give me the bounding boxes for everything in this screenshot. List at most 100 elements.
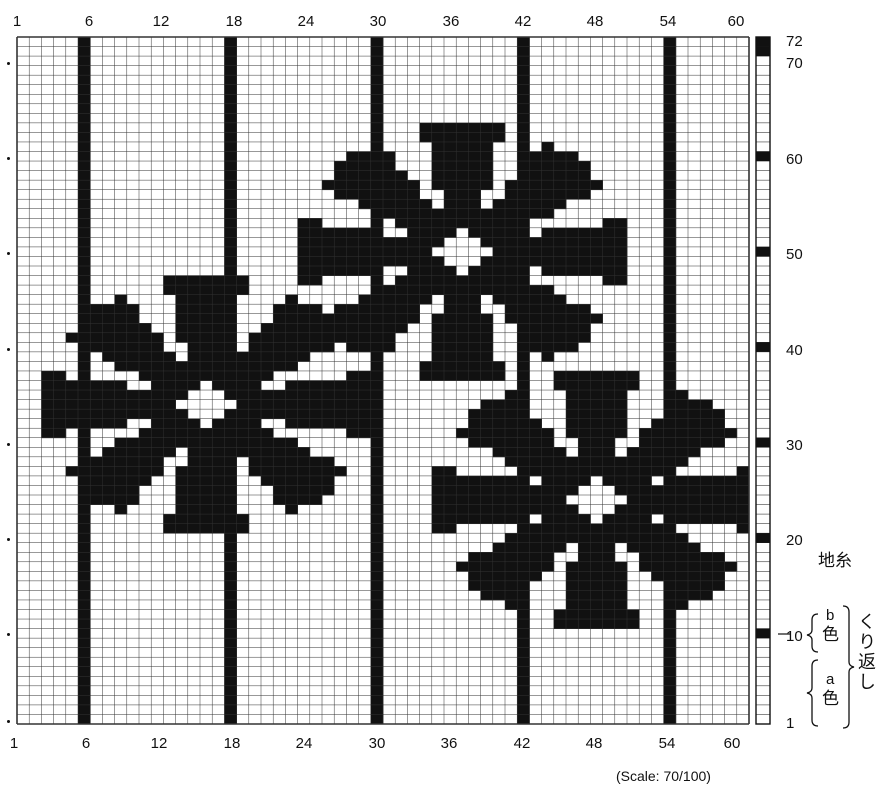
filled-stitch <box>370 180 384 191</box>
filled-stitch <box>529 418 542 429</box>
filled-stitch <box>309 218 323 229</box>
filled-stitch <box>383 256 396 267</box>
filled-stitch <box>566 428 579 439</box>
filled-stitch <box>517 676 530 687</box>
filled-stitch <box>602 437 616 448</box>
filled-stitch <box>578 590 591 601</box>
filled-stitch <box>566 304 579 315</box>
filled-stitch <box>541 466 555 477</box>
filled-stitch <box>566 619 579 629</box>
filled-stitch <box>358 227 372 238</box>
filled-stitch <box>187 332 201 343</box>
filled-stitch <box>431 275 445 286</box>
filled-stitch <box>663 256 677 267</box>
filled-stitch <box>590 447 603 458</box>
filled-stitch <box>200 523 213 534</box>
filled-stitch <box>212 323 225 334</box>
col-label-top: 48 <box>586 13 604 30</box>
filled-stitch <box>431 266 445 276</box>
filled-stitch <box>78 170 91 181</box>
filled-stitch <box>444 170 457 181</box>
filled-stitch <box>370 504 384 515</box>
filled-stitch <box>114 313 128 324</box>
filled-stitch <box>712 475 725 486</box>
filled-stitch <box>126 495 140 505</box>
filled-stitch <box>468 141 481 152</box>
filled-stitch <box>224 504 237 515</box>
filled-stitch <box>517 208 530 219</box>
filled-stitch <box>553 227 567 238</box>
filled-stitch <box>114 495 128 505</box>
filled-stitch <box>663 676 677 687</box>
filled-stitch <box>456 514 469 525</box>
filled-stitch <box>566 237 579 248</box>
filled-stitch <box>578 380 591 391</box>
filled-stitch <box>541 266 555 276</box>
filled-stitch <box>614 275 628 286</box>
filled-stitch <box>651 485 664 496</box>
filled-stitch <box>578 418 591 429</box>
filled-stitch <box>297 323 311 334</box>
filled-stitch <box>334 323 347 334</box>
filled-stitch <box>224 313 237 324</box>
filled-stitch <box>224 46 237 57</box>
filled-stitch <box>261 323 274 334</box>
filled-stitch <box>529 447 542 458</box>
filled-stitch <box>358 266 372 276</box>
filled-stitch <box>444 495 457 505</box>
filled-stitch <box>200 285 213 296</box>
filled-stitch <box>370 103 384 114</box>
filled-stitch <box>334 313 347 324</box>
filled-stitch <box>175 466 189 477</box>
filled-stitch <box>675 571 689 582</box>
filled-stitch <box>480 227 494 238</box>
filled-stitch <box>90 313 103 324</box>
filled-stitch <box>688 495 701 505</box>
filled-stitch <box>175 380 189 391</box>
filled-stitch <box>407 180 420 191</box>
filled-stitch <box>78 180 91 191</box>
filled-stitch <box>663 170 677 181</box>
filled-stitch <box>517 475 530 486</box>
filled-stitch <box>639 456 652 467</box>
filled-stitch <box>175 437 189 448</box>
filled-stitch <box>517 323 530 334</box>
filled-stitch <box>126 437 140 448</box>
filled-stitch <box>309 246 323 257</box>
filled-stitch <box>468 313 481 324</box>
row-label: 40 <box>786 342 803 359</box>
filled-stitch <box>114 361 128 372</box>
col-label-bottom: 6 <box>81 735 91 752</box>
filled-stitch <box>444 122 457 133</box>
filled-stitch <box>675 437 689 448</box>
filled-stitch <box>114 323 128 334</box>
col-label-top: 12 <box>152 13 170 30</box>
filled-stitch <box>322 180 335 191</box>
filled-stitch <box>419 122 433 133</box>
filled-stitch <box>541 304 555 315</box>
filled-stitch <box>139 323 152 334</box>
filled-stitch <box>468 370 481 381</box>
filled-stitch <box>602 514 616 525</box>
filled-stitch <box>309 227 323 238</box>
filled-stitch <box>566 342 579 353</box>
filled-stitch <box>224 266 237 276</box>
filled-stitch <box>163 409 176 420</box>
filled-stitch <box>407 304 420 315</box>
filled-stitch <box>700 590 713 601</box>
filled-stitch <box>578 332 591 343</box>
filled-stitch <box>468 285 481 296</box>
filled-stitch <box>224 628 237 639</box>
filled-stitch <box>151 409 164 420</box>
filled-stitch <box>614 504 628 515</box>
filled-stitch <box>395 285 408 296</box>
filled-stitch <box>663 332 677 343</box>
filled-stitch <box>553 485 567 496</box>
filled-stitch <box>358 170 372 181</box>
filled-stitch <box>334 180 347 191</box>
filled-stitch <box>663 94 677 105</box>
filled-stitch <box>175 390 189 400</box>
filled-stitch <box>663 580 677 591</box>
filled-stitch <box>517 485 530 496</box>
